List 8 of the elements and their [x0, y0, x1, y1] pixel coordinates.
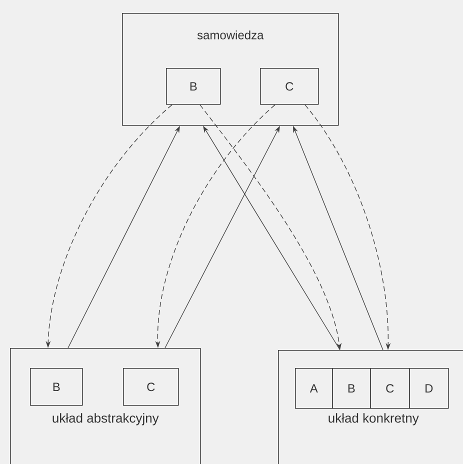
letter-box: D [409, 368, 449, 409]
letter-box: B [332, 368, 371, 409]
letter-box: A [295, 368, 333, 409]
letter-box: C [123, 368, 179, 406]
letter-box: C [370, 368, 410, 409]
letter-box: B [30, 368, 83, 406]
letter-box: C [260, 68, 319, 105]
letter-box: B [166, 68, 221, 105]
